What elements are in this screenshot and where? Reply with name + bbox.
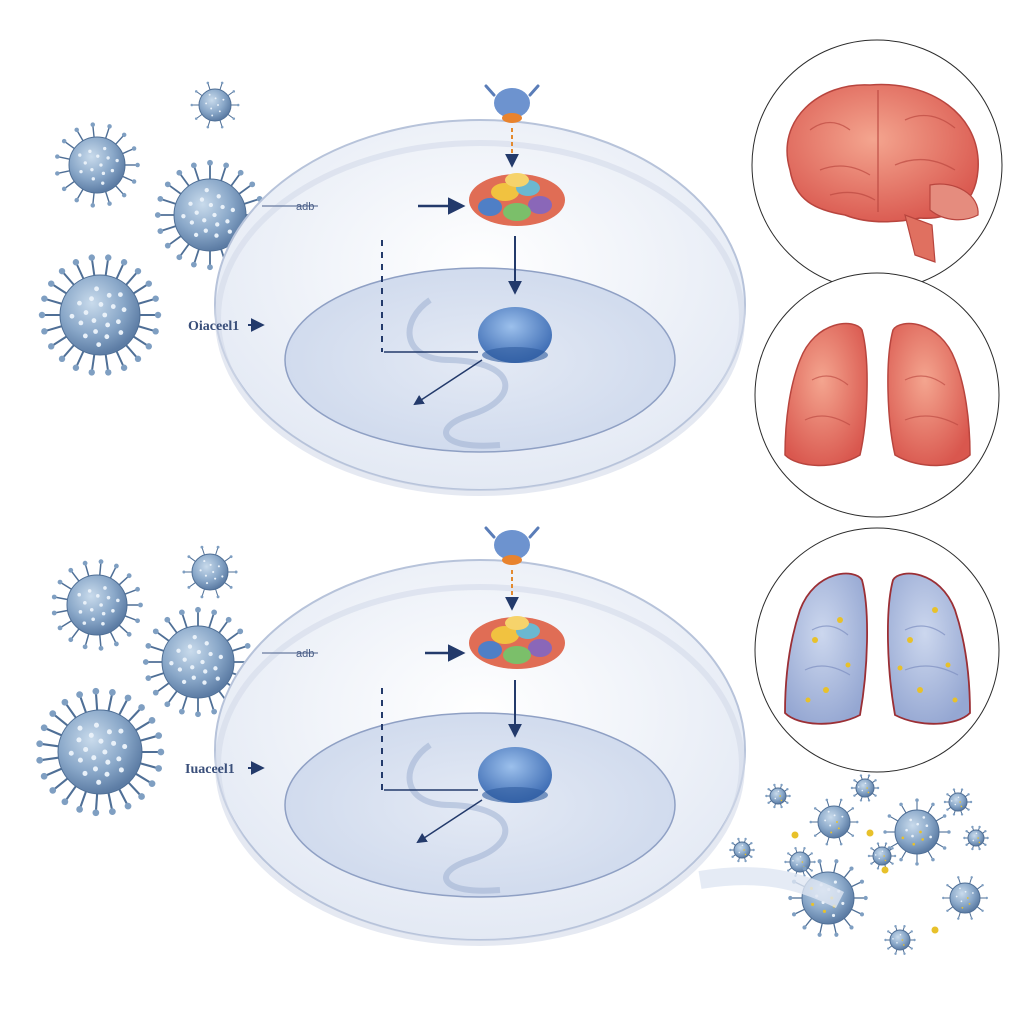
- infected-virus-particle: [963, 825, 989, 851]
- virus-particle: [142, 606, 254, 718]
- side-label-bottom: Iuaceel1: [185, 762, 235, 777]
- virus-particle: [190, 81, 240, 129]
- outflow-stream: [698, 867, 845, 909]
- infected-virus-particle: [943, 788, 973, 816]
- infected-virus-particle: [850, 774, 880, 802]
- membrane-swirl-bottom: [406, 742, 509, 894]
- virus-particle: [38, 254, 162, 376]
- b-cell-bottom: [478, 747, 552, 803]
- virus-particle: [36, 687, 165, 817]
- panel-bottom: Iuaceel1 adb: [185, 526, 1000, 946]
- virus-particle: [182, 545, 238, 599]
- arrow-bcell-to-virus-bottom: [416, 799, 483, 844]
- presenting-cell-bottom: [484, 526, 540, 565]
- antigen-particle: [791, 831, 799, 839]
- culture-dish-rim-top: [215, 140, 745, 496]
- b-cell-top: [478, 307, 552, 363]
- antigen-particle: [866, 829, 874, 837]
- arrow-bcell-to-virus-top: [413, 359, 483, 406]
- infected-virus-particle: [729, 837, 755, 863]
- infected-virus-particle: [867, 842, 897, 870]
- infected-lungs-organ: [754, 527, 1000, 773]
- infected-virus-particle: [884, 925, 916, 955]
- arrow-label-top: adb: [296, 201, 314, 213]
- antigen-particle: [931, 926, 939, 934]
- virus-particle: [55, 122, 140, 208]
- presenting-cell-top: [484, 84, 540, 123]
- lungs-organ: [754, 272, 1000, 518]
- membrane-swirl-top: [406, 297, 509, 449]
- infected-virus-particle: [809, 798, 859, 846]
- side-label-top: Oiaceel1: [188, 319, 239, 334]
- antigen-spots: [805, 607, 958, 703]
- antigen-cluster-top: [469, 173, 565, 226]
- brain-organ: [751, 39, 1003, 291]
- antigen-particle: [881, 866, 889, 874]
- inner-dish-bottom: [284, 712, 676, 898]
- arrow-label-bottom: adb: [296, 648, 314, 660]
- inner-dish-top: [284, 267, 676, 453]
- panel-top: Oiaceel1 adb: [188, 39, 1003, 518]
- antigen-cluster-bottom: [469, 616, 565, 669]
- infected-virus-particle: [942, 876, 988, 920]
- virus-particle: [51, 559, 143, 651]
- infected-virus-particle: [883, 798, 951, 866]
- culture-dish-rim-bottom: [215, 584, 745, 946]
- infected-virus-particle: [765, 783, 791, 809]
